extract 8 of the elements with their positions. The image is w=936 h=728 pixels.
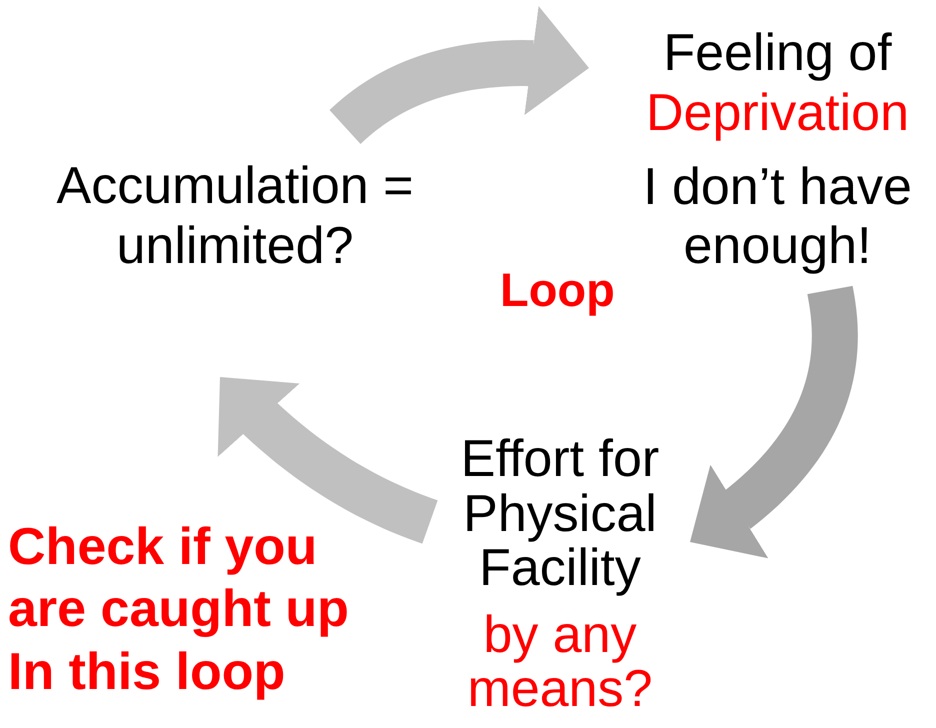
note-text: by any means? xyxy=(466,608,654,717)
node-text: Accumulation = unlimited? xyxy=(56,157,414,277)
note-text: Check if you are caught up In this loop xyxy=(8,517,350,703)
body-text: I don’t have enough! xyxy=(642,158,913,278)
heading-text: Feeling of xyxy=(662,24,893,84)
heading-text: Deprivation xyxy=(644,84,910,144)
node-text: Effort for Physical Facility xyxy=(460,432,660,596)
center-label: Loop xyxy=(500,262,615,318)
